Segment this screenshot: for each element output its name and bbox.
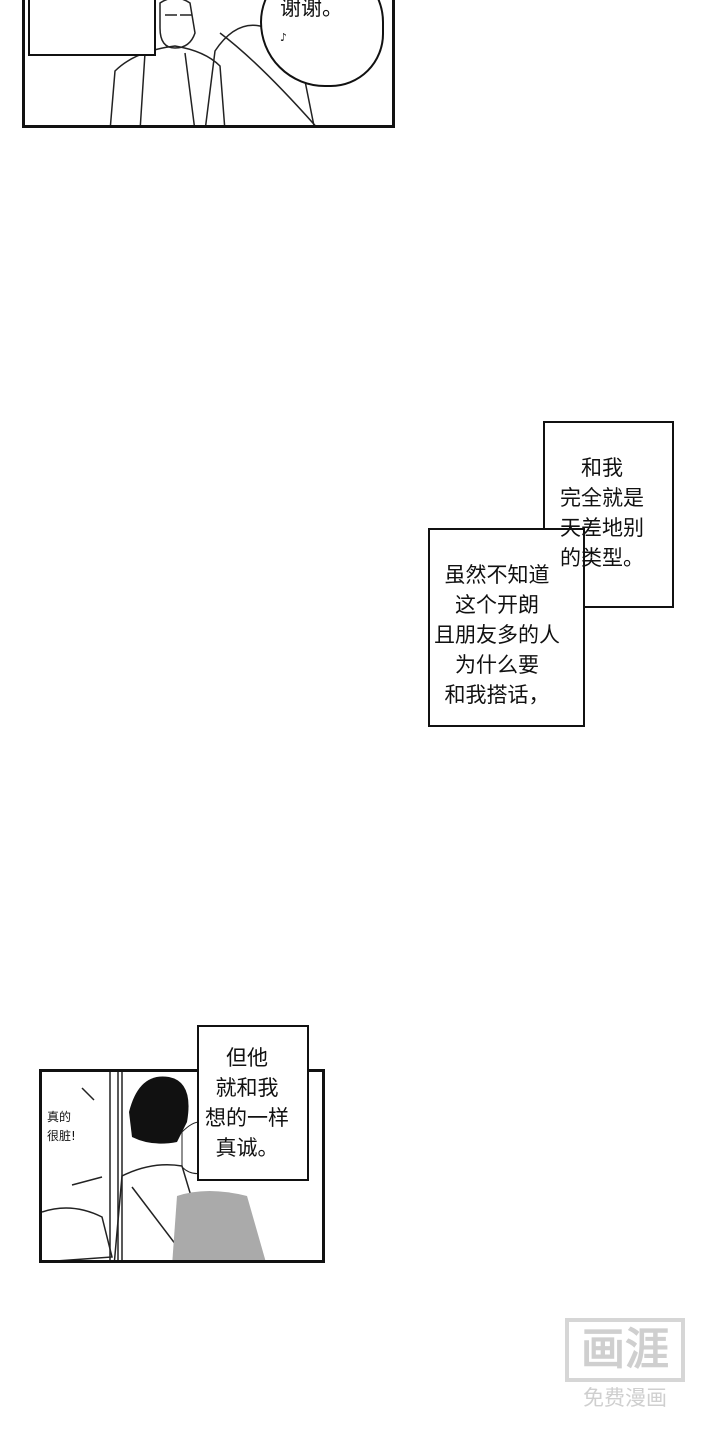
watermark-logo: 画涯 — [565, 1318, 685, 1382]
caption-box-clipped — [28, 0, 156, 56]
music-note-icon: ♪ — [280, 31, 288, 44]
panel-2-artwork — [42, 1072, 266, 1260]
side-dialogue-text: 真的 很脏! — [47, 1110, 76, 1143]
caption-text-3: 但他 就和我 想的一样 真诚。 — [205, 1046, 289, 1160]
caption-box-2 — [428, 528, 585, 727]
caption-text-1: 和我 完全就是 天差地别 的类型。 — [560, 456, 644, 570]
speech-bubble-text: 谢谢。 — [280, 0, 343, 20]
caption-box-3 — [197, 1025, 309, 1181]
caption-text-2: 虽然不知道 这个开朗 且朋友多的人 为什么要 和我搭话， — [434, 563, 560, 707]
watermark-tagline: 免费漫画 — [583, 1386, 667, 1410]
comic-panel-1: 谢谢。 ♪ — [22, 0, 395, 128]
